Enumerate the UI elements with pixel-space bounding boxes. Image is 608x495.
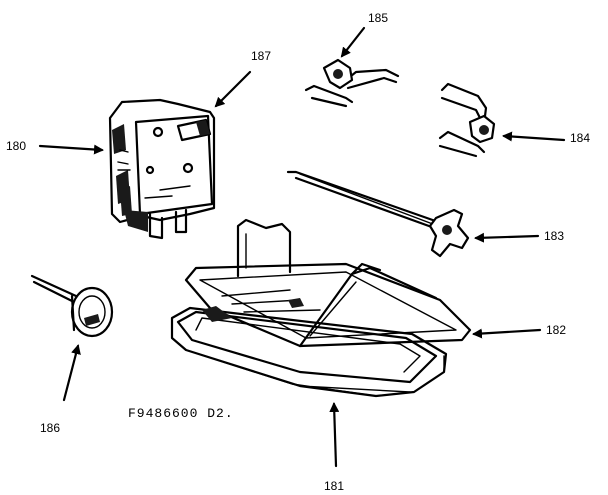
spit-rod-icon — [286, 170, 470, 258]
leader-arrow-183 — [474, 232, 540, 243]
part-label-181: 181 — [324, 479, 344, 493]
leader-arrow-186 — [62, 344, 81, 402]
leader-arrow-182 — [472, 328, 542, 339]
part-label-187: 187 — [251, 49, 271, 63]
part-label-182: 182 — [546, 323, 566, 337]
leader-arrow-185 — [340, 26, 366, 58]
leader-arrow-180 — [38, 144, 104, 155]
part-label-184: 184 — [570, 131, 590, 145]
part-label-186: 186 — [40, 421, 60, 435]
drawing-code: F9486600 D2. — [128, 406, 234, 421]
part-label-185: 185 — [368, 11, 388, 25]
part-label-183: 183 — [544, 229, 564, 243]
broiler-rack-icon — [184, 218, 472, 348]
leader-arrow-187 — [214, 70, 252, 108]
leader-arrow-184 — [502, 131, 566, 142]
leader-arrow-181 — [329, 402, 340, 468]
spit-fork-icon — [438, 82, 496, 158]
rotisserie-motor-icon — [108, 98, 216, 240]
meat-thermometer-icon — [30, 274, 114, 338]
part-label-180: 180 — [6, 139, 26, 153]
spit-fork-icon — [304, 58, 400, 108]
